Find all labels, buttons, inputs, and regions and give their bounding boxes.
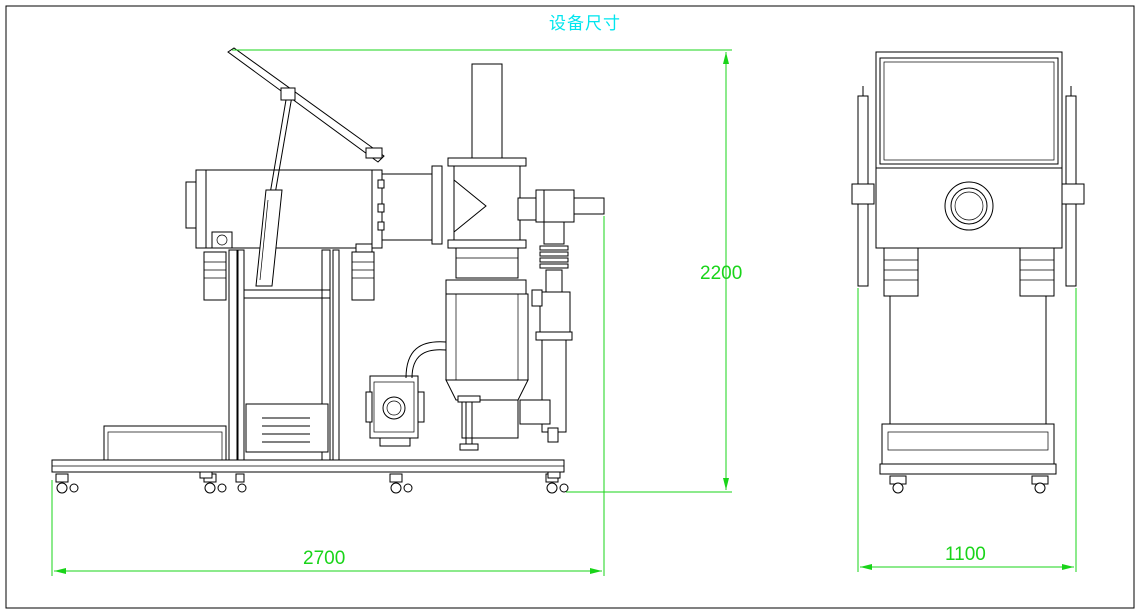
front-view <box>51 47 605 494</box>
height-dimension-label: 2200 <box>700 263 742 284</box>
dimension-lines: 2200 2700 1100 <box>51 49 1077 576</box>
sheet-border <box>5 5 1135 609</box>
front-width-dimension-label: 2700 <box>303 548 345 569</box>
side-view <box>851 51 1085 494</box>
filter-vessel <box>445 293 529 381</box>
caster-wheels <box>55 473 569 494</box>
open-lid <box>227 47 385 163</box>
exhaust-stack <box>471 63 503 159</box>
control-box <box>245 403 329 453</box>
drawing-title: 设备尺寸 <box>549 14 621 34</box>
side-width-dimension-label: 1100 <box>945 544 986 565</box>
